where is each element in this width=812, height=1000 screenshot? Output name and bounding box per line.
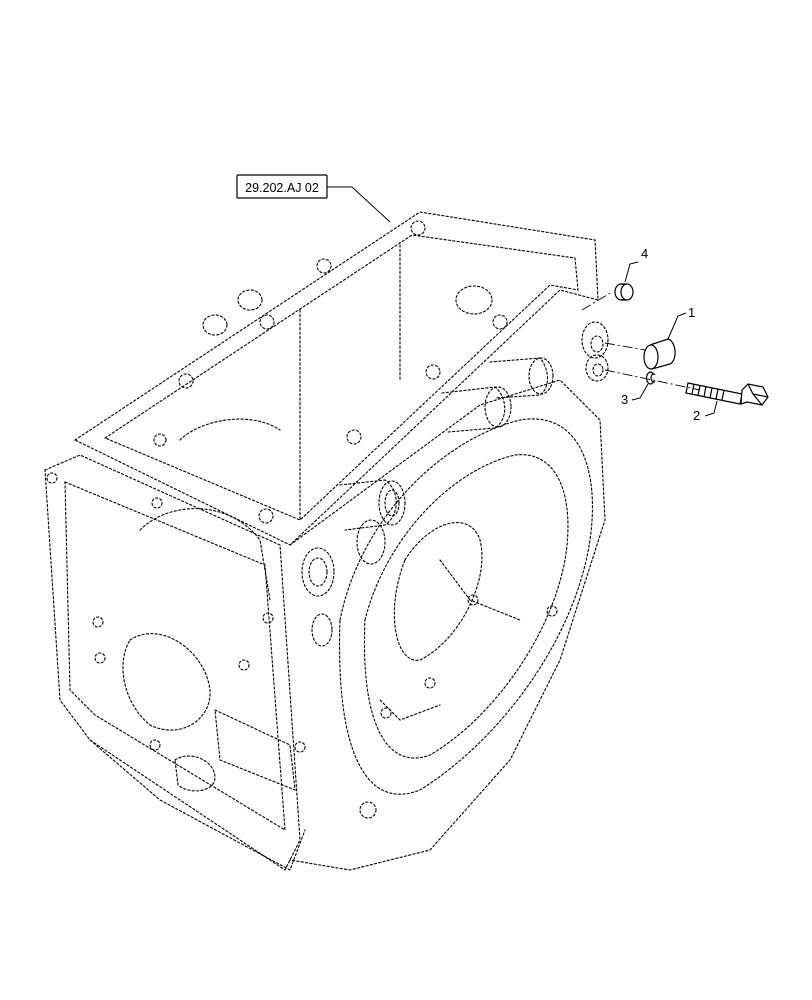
callout-1: 1 xyxy=(667,305,695,340)
callout-2-leader xyxy=(704,400,718,417)
callout-3-leader xyxy=(631,383,649,401)
centerline-upper xyxy=(581,291,613,311)
callout-3: 3 xyxy=(621,383,649,407)
reference-label-text: 29.202.AJ 02 xyxy=(245,181,319,195)
transmission-housing xyxy=(44,211,609,871)
callout-2: 2 xyxy=(693,400,718,423)
callout-4-leader xyxy=(624,261,639,283)
callout-4-text: 4 xyxy=(641,246,648,261)
part-1-bushing[interactable] xyxy=(643,338,676,370)
callout-1-leader xyxy=(667,312,687,340)
reference-leader-line xyxy=(327,186,391,223)
callout-4: 4 xyxy=(624,246,648,283)
callout-2-text: 2 xyxy=(693,408,700,423)
centerline-lower xyxy=(604,369,701,391)
callout-1-text: 1 xyxy=(688,305,695,320)
part-3-clip[interactable] xyxy=(645,371,656,385)
part-2-bolt[interactable] xyxy=(685,382,769,406)
callout-3-text: 3 xyxy=(621,392,628,407)
reference-label[interactable]: 29.202.AJ 02 xyxy=(236,174,328,199)
part-4-plug[interactable] xyxy=(614,283,634,301)
centerline-middle xyxy=(604,342,646,351)
